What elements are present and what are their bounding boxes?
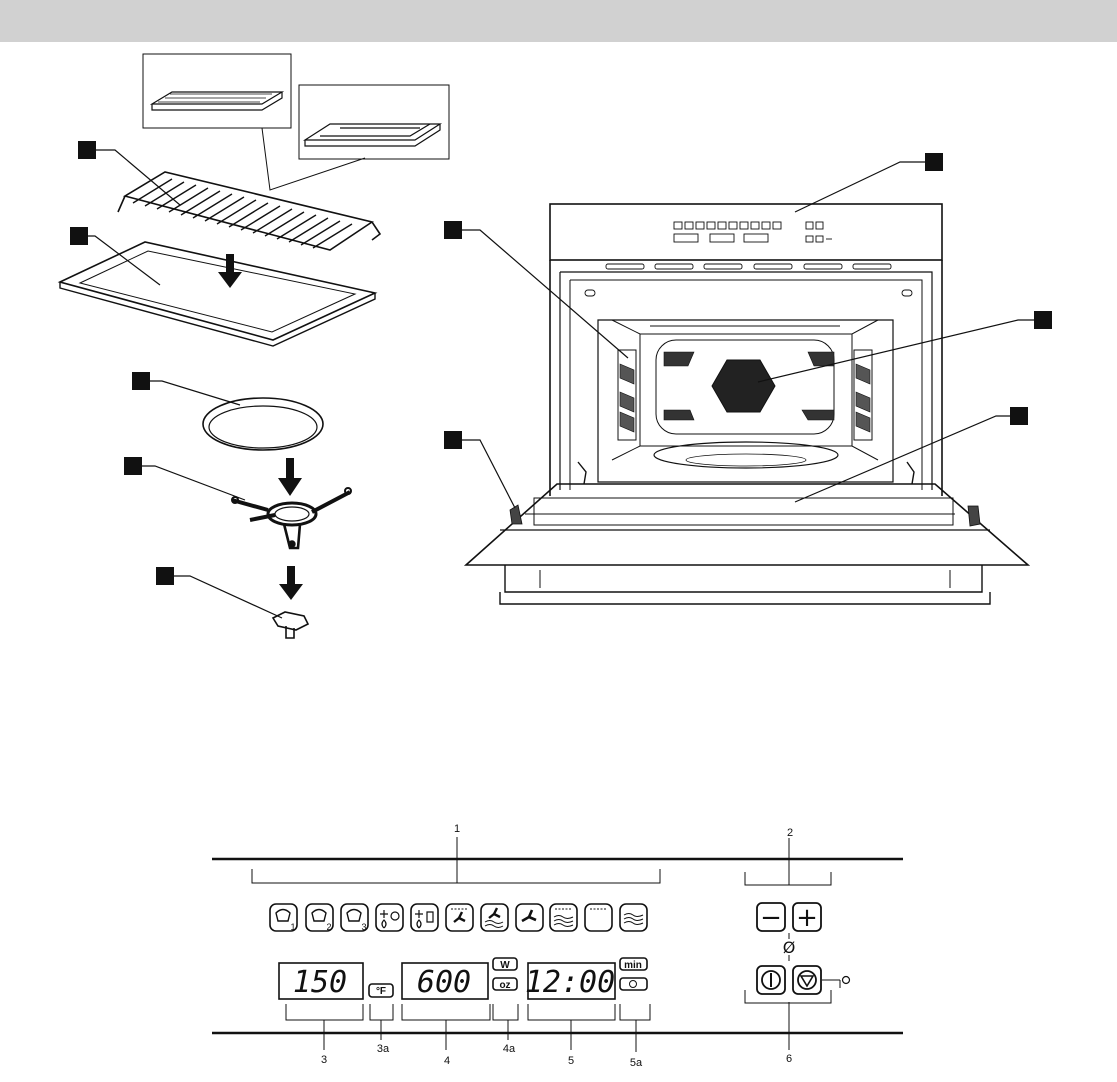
accessories-group — [60, 54, 449, 638]
plus-glyph: + — [796, 903, 818, 933]
turntable-plate — [203, 398, 323, 450]
ounces-label: oz — [499, 980, 510, 991]
callout-marker — [444, 431, 462, 449]
arrow-down-icon — [279, 566, 303, 600]
watts-label: W — [500, 960, 510, 971]
callout-marker — [70, 227, 88, 245]
control-panel-detail — [212, 837, 903, 1052]
glass-tray — [60, 242, 375, 346]
callout-leader — [96, 150, 180, 205]
callout-marker — [1034, 311, 1052, 329]
callout-marker — [925, 153, 943, 171]
callout-leader — [174, 576, 282, 618]
callout-number-3a: 3a — [377, 1043, 390, 1055]
wire-rack — [118, 172, 380, 250]
callout-marker — [132, 372, 150, 390]
minus-glyph: − — [760, 903, 782, 933]
callout-number-4a: 4a — [503, 1043, 516, 1055]
callout-number-5a: 5a — [630, 1057, 643, 1069]
key-icon — [822, 977, 850, 989]
rack-inset-2 — [299, 85, 449, 159]
oven-cavity — [598, 320, 893, 482]
callout-number-6: 6 — [786, 1053, 792, 1065]
callout-number-2: 2 — [787, 827, 793, 839]
callout-number-5: 5 — [568, 1055, 574, 1067]
rack-inset-1 — [143, 54, 291, 128]
callout-marker — [1010, 407, 1028, 425]
callout-marker — [78, 141, 96, 159]
oven-control-panel — [550, 204, 942, 260]
callout-number-4: 4 — [444, 1055, 450, 1067]
callout-number-1: 1 — [454, 823, 460, 835]
mode-button-bottom-heat[interactable] — [620, 904, 647, 931]
temperature-value: 150 — [293, 965, 347, 1000]
mode-button-fan-bottom[interactable] — [481, 904, 508, 931]
callout-leader — [758, 320, 1034, 382]
clock-icon — [630, 981, 637, 988]
callout-marker — [124, 457, 142, 475]
callout-leader — [462, 230, 628, 358]
power-value: 600 — [417, 965, 471, 1000]
callout-marker — [156, 567, 174, 585]
callout-leader — [150, 381, 240, 405]
fahrenheit-label: °F — [376, 986, 386, 997]
svg-text:1: 1 — [290, 922, 295, 932]
roller-ring — [232, 488, 351, 548]
minutes-label: min — [624, 960, 642, 971]
clock-indicator — [620, 978, 647, 990]
mode-button-top-heat[interactable] — [585, 904, 612, 931]
callout-marker — [444, 221, 462, 239]
oven-illustration — [444, 153, 1052, 604]
arrow-down-icon — [278, 458, 302, 496]
callout-leader — [142, 466, 245, 500]
off-symbol: Ø — [783, 938, 796, 957]
time-value: 12:00 — [525, 965, 615, 1000]
mode-button-defrost-weight[interactable] — [411, 904, 438, 931]
callout-number-3: 3 — [321, 1054, 327, 1066]
svg-text:3: 3 — [361, 922, 366, 932]
callout-leader — [462, 440, 515, 508]
svg-text:2: 2 — [326, 922, 331, 932]
